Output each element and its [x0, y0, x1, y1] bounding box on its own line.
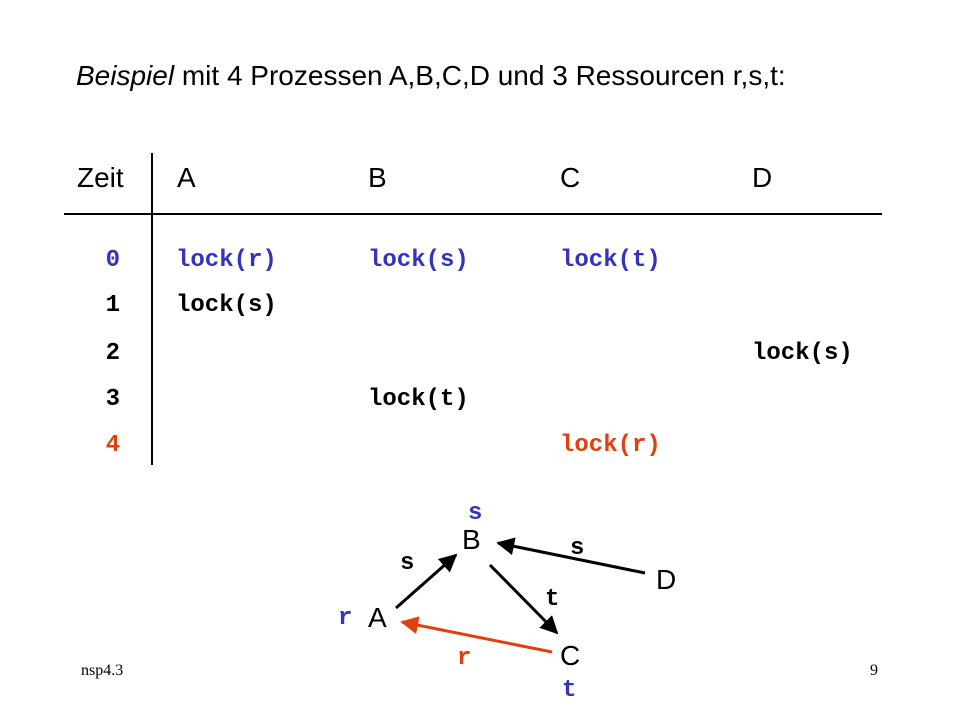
cell-r4-c: lock(r)	[560, 432, 661, 459]
cell-r3-b: lock(t)	[368, 386, 469, 413]
header-b: B	[368, 162, 387, 193]
table-vertical-rule	[151, 153, 153, 465]
held-label-a: r	[338, 605, 353, 632]
node-a: A	[368, 602, 387, 633]
cell-r0-b: lock(s)	[368, 247, 469, 274]
node-d: D	[656, 564, 677, 595]
edge-a-to-b	[395, 553, 458, 610]
title-emphasis: Beispiel	[76, 60, 175, 91]
edge-label-b-to-c: t	[545, 586, 560, 613]
page-number: 9	[870, 662, 878, 679]
time-3: 3	[105, 386, 120, 413]
time-4: 4	[105, 432, 120, 459]
edge-b-to-c	[488, 563, 559, 635]
edge-label-d-to-b: s	[570, 535, 585, 562]
held-label-c: t	[562, 677, 577, 704]
edge-label-a-to-b: s	[400, 550, 415, 577]
header-c: C	[560, 162, 581, 193]
slide-title: Beispiel mit 4 Prozessen A,B,C,D und 3 R…	[76, 60, 786, 92]
header-d: D	[752, 162, 773, 193]
cell-r2-d: lock(s)	[752, 340, 853, 367]
cell-r1-a: lock(s)	[176, 292, 277, 319]
footer-left: nsp4.3	[81, 662, 124, 679]
header-a: A	[177, 162, 196, 193]
time-0: 0	[105, 247, 120, 274]
time-2: 2	[105, 340, 120, 367]
edge-d-to-b	[496, 537, 646, 575]
held-label-b: s	[468, 500, 483, 527]
cell-r0-a: lock(r)	[176, 247, 277, 274]
edge-c-to-a	[400, 616, 553, 654]
node-c: C	[560, 640, 581, 671]
edge-label-c-to-a: r	[457, 645, 472, 672]
table-horizontal-rule	[64, 213, 882, 215]
time-1: 1	[105, 292, 120, 319]
node-b: B	[462, 524, 481, 555]
cell-r0-c: lock(t)	[560, 247, 661, 274]
title-rest: mit 4 Prozessen A,B,C,D und 3 Ressourcen…	[174, 60, 786, 91]
header-zeit: Zeit	[77, 162, 124, 193]
